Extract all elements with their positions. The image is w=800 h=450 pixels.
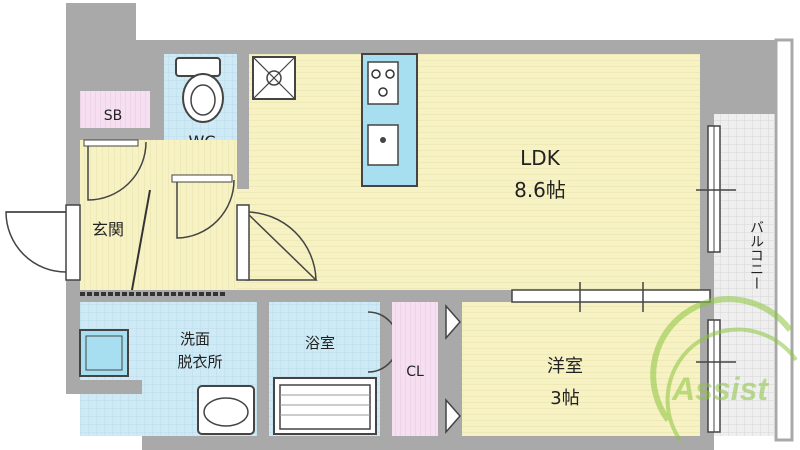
kitchen-counter xyxy=(361,53,418,187)
balcony-label: バルコニー xyxy=(748,220,764,290)
ldk-name: LDK xyxy=(520,146,561,170)
toilet-icon xyxy=(175,57,224,123)
sink-icon xyxy=(197,385,255,435)
western-window xyxy=(696,319,736,433)
entrance-label: 玄関 xyxy=(92,220,124,239)
washing-machine-icon xyxy=(79,329,129,377)
ldk-size: 8.6帖 xyxy=(514,178,566,202)
bath-label: 浴室 xyxy=(305,334,335,352)
bathtub-icon xyxy=(273,377,377,435)
range-hood-icon xyxy=(252,56,296,100)
western-name: 洋室 xyxy=(547,356,583,377)
watermark-logo: Assist xyxy=(650,296,798,442)
closet xyxy=(392,302,438,436)
closet-label: CL xyxy=(406,364,424,380)
ldk-window xyxy=(696,125,736,253)
ldk-left-strip xyxy=(249,189,700,290)
entrance-floor xyxy=(80,140,237,290)
balcony-area xyxy=(714,114,774,436)
washroom-label-2: 脱衣所 xyxy=(177,353,222,371)
sb-label: SB xyxy=(104,108,123,124)
sliding-partition xyxy=(511,282,711,312)
washroom-label-1: 洗面 xyxy=(180,330,210,348)
balcony-rail xyxy=(774,38,794,442)
western-size: 3帖 xyxy=(550,388,579,409)
watermark-text: Assist xyxy=(671,371,769,407)
entry-door xyxy=(5,204,81,281)
sb-storage xyxy=(80,91,150,128)
